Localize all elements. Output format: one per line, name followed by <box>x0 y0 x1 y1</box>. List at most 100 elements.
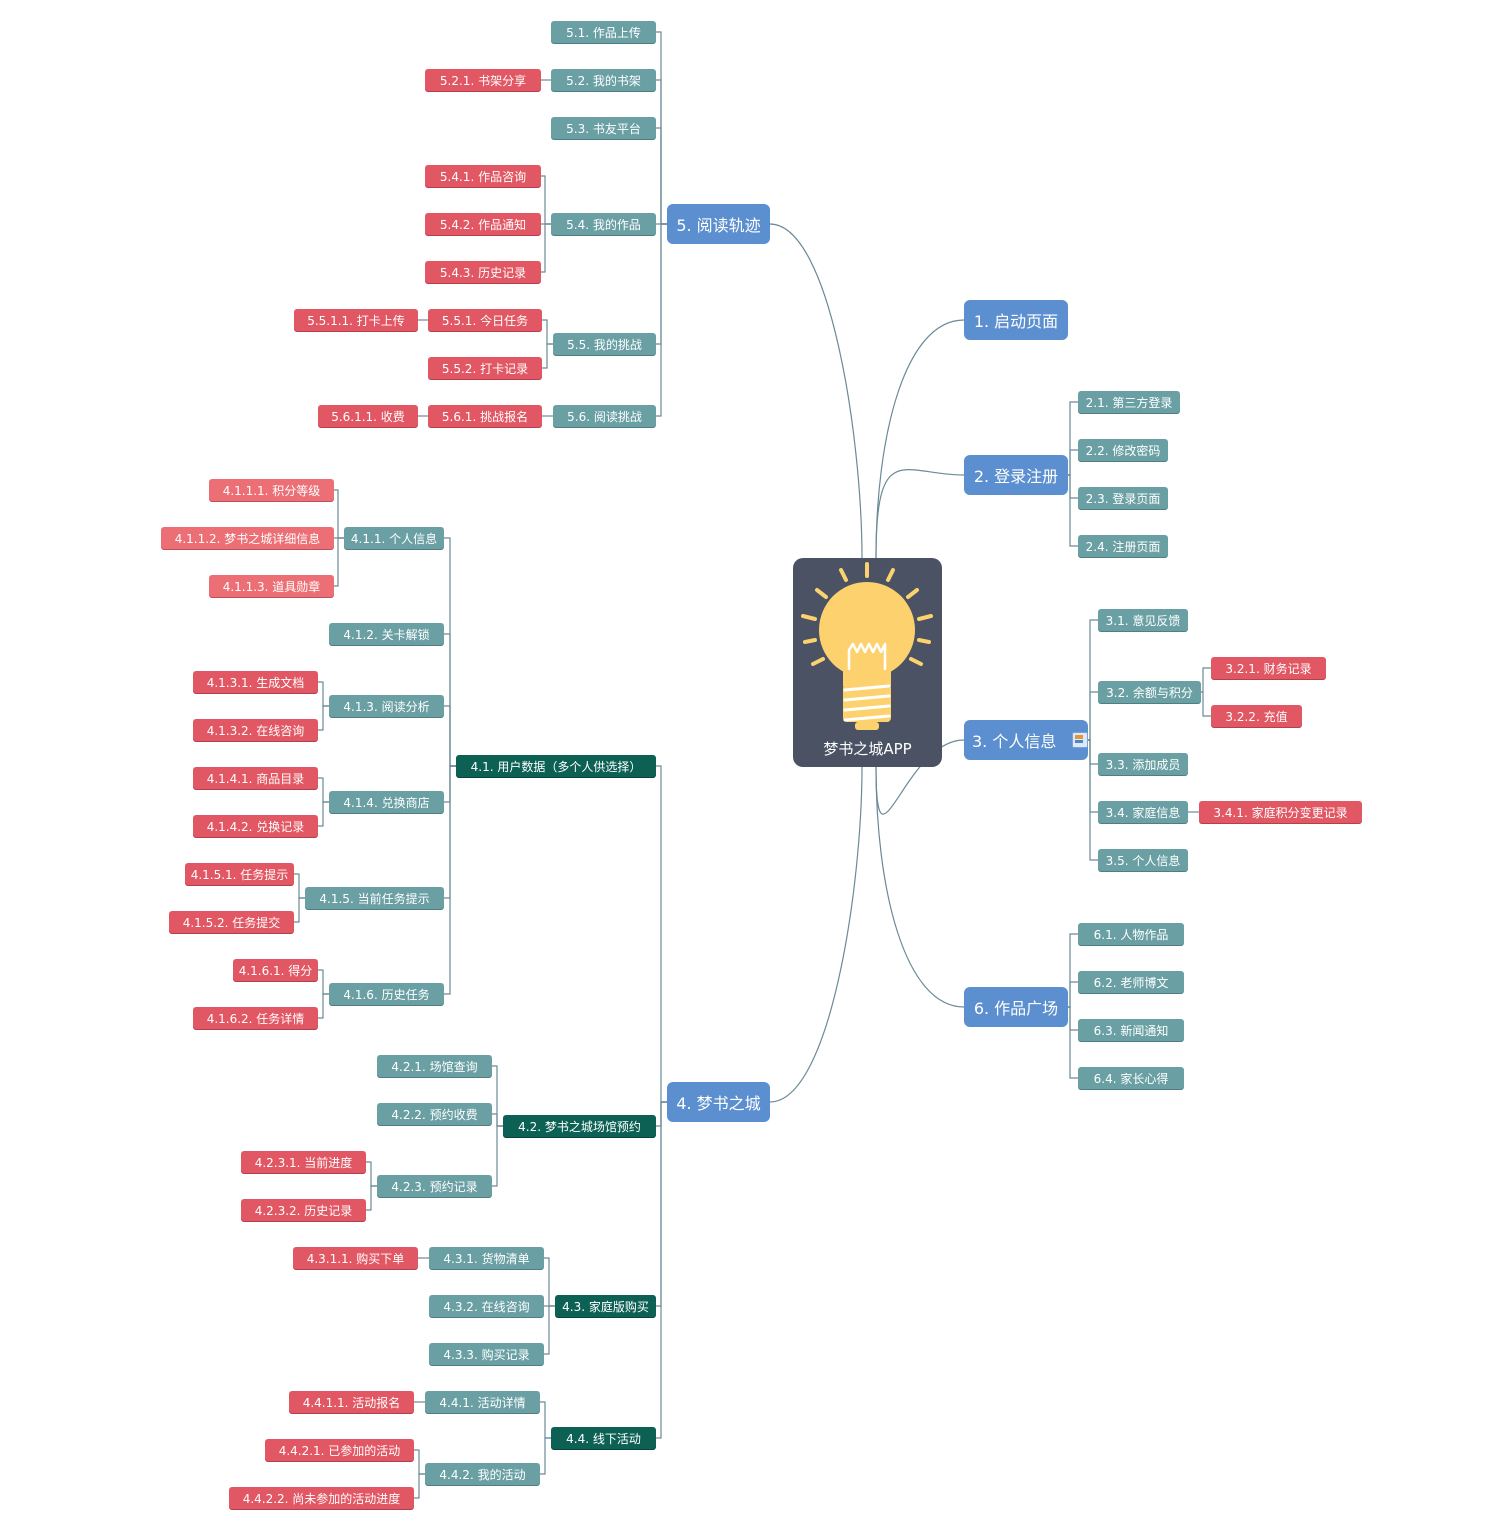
topic-4-1-1-2[interactable]: 4.1.1.2. 梦书之城详细信息 <box>161 527 334 549</box>
topic-label: 4.4.1.1. 活动报名 <box>302 1395 401 1410</box>
topic-label: 4.1.3. 阅读分析 <box>343 699 430 714</box>
topic-4-4-2-2[interactable]: 4.4.2.2. 尚未参加的活动进度 <box>229 1487 414 1509</box>
topic-4-1-3-1[interactable]: 4.1.3.1. 生成文档 <box>193 671 318 693</box>
branch-connector <box>444 765 456 995</box>
topic-3-2-1[interactable]: 3.2.1. 财务记录 <box>1211 657 1326 679</box>
branch-connector <box>542 343 553 369</box>
topic-4-2-3-2[interactable]: 4.2.3.2. 历史记录 <box>241 1199 366 1221</box>
topic-4-4-1[interactable]: 4.4.1. 活动详情 <box>425 1391 540 1413</box>
topic-5-2[interactable]: 5.2. 我的书架 <box>551 69 656 91</box>
topic-5-5-1[interactable]: 5.5.1. 今日任务 <box>428 309 542 331</box>
topic-1[interactable]: 1. 启动页面 <box>964 300 1068 340</box>
topic-4-3-1[interactable]: 4.3.1. 货物清单 <box>429 1247 544 1269</box>
topic-label: 4.2.3.1. 当前进度 <box>254 1155 353 1170</box>
topic-6-2[interactable]: 6.2. 老师博文 <box>1078 971 1184 993</box>
topic-4-1-6-2[interactable]: 4.1.6.2. 任务详情 <box>193 1007 318 1029</box>
topic-5-6[interactable]: 5.6. 阅读挑战 <box>553 405 656 427</box>
topic-3-2[interactable]: 3.2. 余额与积分 <box>1098 681 1201 703</box>
central-topic-label: 梦书之城APP <box>823 740 912 758</box>
topic-4-1[interactable]: 4.1. 用户数据（多个人供选择） <box>456 755 656 777</box>
main-branch-connector <box>875 739 965 815</box>
topic-4-1-6-1[interactable]: 4.1.6.1. 得分 <box>233 959 318 981</box>
topic-label: 2.3. 登录页面 <box>1085 491 1161 506</box>
topic-4-4-2-1[interactable]: 4.4.2.1. 已参加的活动 <box>265 1439 414 1461</box>
topic-5-4-1[interactable]: 5.4.1. 作品咨询 <box>425 165 541 187</box>
topic-5-5[interactable]: 5.5. 我的挑战 <box>553 333 656 355</box>
topic-3-5[interactable]: 3.5. 个人信息 <box>1098 849 1188 871</box>
topic-4-1-1-1[interactable]: 4.1.1.1. 积分等级 <box>209 479 334 501</box>
branch-connector <box>318 705 329 731</box>
topic-4-3[interactable]: 4.3. 家庭版购买 <box>555 1295 656 1317</box>
topic-2[interactable]: 2. 登录注册 <box>964 455 1068 495</box>
topic-5-4[interactable]: 5.4. 我的作品 <box>551 213 656 235</box>
topic-label: 4.1.4.1. 商品目录 <box>206 771 305 786</box>
topic-4-1-4-2[interactable]: 4.1.4.2. 兑换记录 <box>193 815 318 837</box>
topic-4-1-6[interactable]: 4.1.6. 历史任务 <box>329 983 444 1005</box>
topic-3-1[interactable]: 3.1. 意见反馈 <box>1098 609 1188 631</box>
topic-5[interactable]: 5. 阅读轨迹 <box>667 204 770 244</box>
topic-4-2-1[interactable]: 4.2.1. 场馆查询 <box>377 1055 492 1077</box>
topic-4-1-3[interactable]: 4.1.3. 阅读分析 <box>329 695 444 717</box>
topic-2-2[interactable]: 2.2. 修改密码 <box>1078 439 1168 461</box>
topic-5-4-3[interactable]: 5.4.3. 历史记录 <box>425 261 541 283</box>
topic-5-5-1-1[interactable]: 5.5.1.1. 打卡上传 <box>294 309 418 331</box>
topic-label: 4.3. 家庭版购买 <box>562 1299 649 1314</box>
topic-4-2-2[interactable]: 4.2.2. 预约收费 <box>377 1103 492 1125</box>
topic-5-6-1-1[interactable]: 5.6.1.1. 收费 <box>318 405 418 427</box>
topic-label: 4.1.4. 兑换商店 <box>343 795 430 810</box>
topic-6-1[interactable]: 6.1. 人物作品 <box>1078 923 1184 945</box>
branch-connector <box>1068 449 1078 476</box>
topic-4-4-1-1[interactable]: 4.4.1.1. 活动报名 <box>289 1391 414 1413</box>
topic-4-2-3-1[interactable]: 4.2.3.1. 当前进度 <box>241 1151 366 1173</box>
topic-6-4[interactable]: 6.4. 家长心得 <box>1078 1067 1184 1089</box>
topic-4-3-2[interactable]: 4.3.2. 在线咨询 <box>429 1295 544 1317</box>
topic-4-1-4[interactable]: 4.1.4. 兑换商店 <box>329 791 444 813</box>
topic-5-1[interactable]: 5.1. 作品上传 <box>551 21 656 43</box>
topic-4[interactable]: 4. 梦书之城 <box>667 1082 770 1122</box>
topic-4-1-3-2[interactable]: 4.1.3.2. 在线咨询 <box>193 719 318 741</box>
topic-2-1[interactable]: 2.1. 第三方登录 <box>1078 391 1180 413</box>
topic-4-1-5[interactable]: 4.1.5. 当前任务提示 <box>305 887 444 909</box>
topic-label: 4. 梦书之城 <box>676 1094 761 1113</box>
central-topic[interactable]: 梦书之城APP <box>793 558 942 767</box>
topic-4-1-1-3[interactable]: 4.1.1.3. 道具勋章 <box>209 575 334 597</box>
topic-5-6-1[interactable]: 5.6.1. 挑战报名 <box>428 405 542 427</box>
topic-4-1-1[interactable]: 4.1.1. 个人信息 <box>344 527 444 549</box>
topic-5-2-1[interactable]: 5.2.1. 书架分享 <box>425 69 541 91</box>
topic-4-4-2[interactable]: 4.4.2. 我的活动 <box>425 1463 540 1485</box>
topic-label: 4.4.1. 活动详情 <box>439 1395 526 1410</box>
branch-connector <box>318 681 329 707</box>
topic-3-3[interactable]: 3.3. 添加成员 <box>1098 753 1188 775</box>
topic-4-4[interactable]: 4.4. 线下活动 <box>551 1427 656 1449</box>
topic-label: 5.3. 书友平台 <box>566 121 641 136</box>
topic-2-4[interactable]: 2.4. 注册页面 <box>1078 535 1168 557</box>
note-icon[interactable] <box>1072 732 1088 748</box>
topic-3-4[interactable]: 3.4. 家庭信息 <box>1098 801 1188 823</box>
topic-2-3[interactable]: 2.3. 登录页面 <box>1078 487 1168 509</box>
topic-6[interactable]: 6. 作品广场 <box>964 987 1068 1027</box>
topic-5-5-2[interactable]: 5.5.2. 打卡记录 <box>428 357 542 379</box>
topic-5-4-2[interactable]: 5.4.2. 作品通知 <box>425 213 541 235</box>
branch-connector <box>318 777 329 803</box>
topic-label: 5.5.2. 打卡记录 <box>441 361 529 376</box>
topic-label: 4.1.3.2. 在线咨询 <box>206 723 305 738</box>
topic-label: 4.2.3.2. 历史记录 <box>254 1203 353 1218</box>
topic-label: 3.4. 家庭信息 <box>1105 805 1181 820</box>
topic-3[interactable]: 3. 个人信息 <box>964 720 1088 760</box>
topic-4-1-5-2[interactable]: 4.1.5.2. 任务提交 <box>169 911 294 933</box>
topic-3-4-1[interactable]: 3.4.1. 家庭积分变更记录 <box>1199 801 1362 823</box>
topic-5-3[interactable]: 5.3. 书友平台 <box>551 117 656 139</box>
topic-label: 5.5.1. 今日任务 <box>441 313 529 328</box>
topic-label: 4.1.1.1. 积分等级 <box>222 483 321 498</box>
topic-4-3-3[interactable]: 4.3.3. 购买记录 <box>429 1343 544 1365</box>
topic-3-2-2[interactable]: 3.2.2. 充值 <box>1211 705 1302 727</box>
topic-4-2[interactable]: 4.2. 梦书之城场馆预约 <box>503 1115 656 1137</box>
topic-6-3[interactable]: 6.3. 新闻通知 <box>1078 1019 1184 1041</box>
topic-4-1-2[interactable]: 4.1.2. 关卡解锁 <box>329 623 444 645</box>
topic-4-1-4-1[interactable]: 4.1.4.1. 商品目录 <box>193 767 318 789</box>
branch-connector <box>1088 739 1098 861</box>
topic-4-3-1-1[interactable]: 4.3.1.1. 购买下单 <box>293 1247 418 1269</box>
topic-4-1-5-1[interactable]: 4.1.5.1. 任务提示 <box>185 863 294 885</box>
topic-4-2-3[interactable]: 4.2.3. 预约记录 <box>377 1175 492 1197</box>
